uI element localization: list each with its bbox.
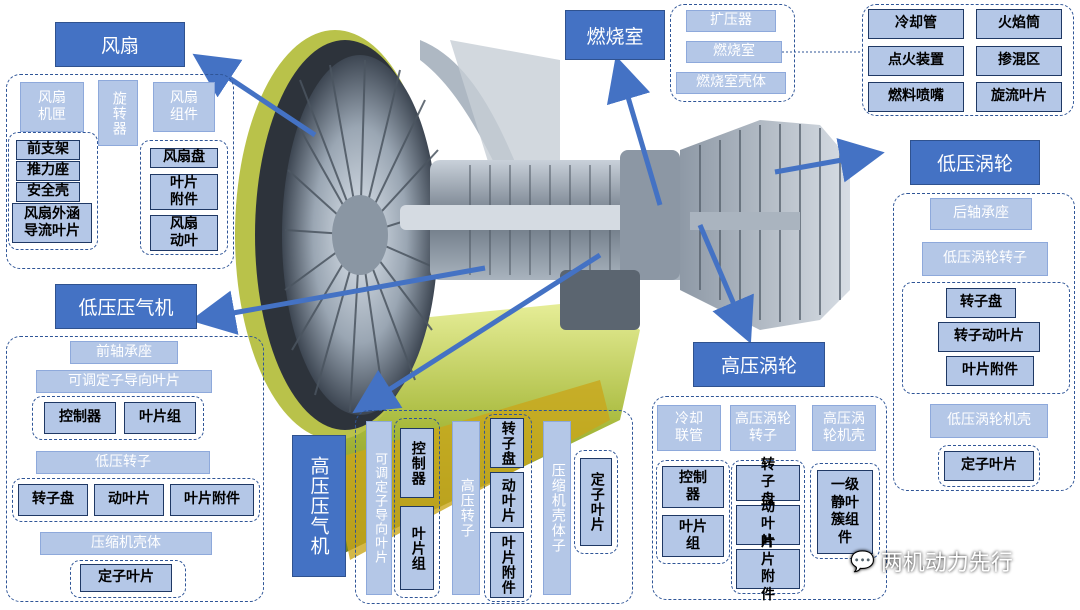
- wechat-icon: 💬: [850, 549, 875, 573]
- hpc-blade-attachment: 叶片附件: [490, 532, 524, 598]
- combustor-detail-group: [862, 4, 1074, 116]
- fan-header: 风扇: [55, 22, 185, 67]
- hpt-rotor: 高压涡轮转子: [730, 405, 796, 451]
- hpc-vsv-blade-set: 叶片组: [400, 506, 434, 590]
- fan-group: [6, 74, 234, 269]
- hpc-arrow: [352, 252, 602, 414]
- lpc-vsv-controller: 控制器: [44, 402, 116, 434]
- lpc-rotor-disk: 转子盘: [18, 484, 88, 516]
- rear-bearing-housing: 后轴承座: [930, 198, 1032, 230]
- lpc-header: 低压压气机: [55, 284, 197, 329]
- lpt-blade-attachment: 叶片附件: [946, 356, 1034, 386]
- hpc-vsv-controller: 控制器: [400, 428, 434, 498]
- hpt-casing-subgroup: [810, 463, 880, 559]
- fan-assembly-label: 风扇组件: [153, 82, 215, 132]
- hpc-vsv-subgroup: [394, 418, 440, 598]
- lpt-casing-subgroup: [938, 445, 1040, 487]
- hpt-first-stage-nozzle: 一级静叶簇组件: [817, 470, 873, 554]
- fan-casing-subgroup: [8, 132, 98, 250]
- fan-blade-attachment: 叶片附件: [150, 174, 218, 210]
- hpc-stator-vanes: 定子叶片: [580, 458, 612, 546]
- hpt-cooling-subgroup: [656, 460, 730, 564]
- lpc-rotor: 低压转子: [36, 451, 210, 474]
- lpc-casing-subgroup: [70, 560, 186, 598]
- hpc-rotor-disk: 转子盘: [490, 418, 524, 468]
- hpt-group: [652, 396, 887, 600]
- lpt-arrow: [774, 138, 885, 183]
- lpt-group: [893, 193, 1075, 491]
- lpc-blade-attachment: 叶片附件: [170, 484, 254, 516]
- diffuser: 扩压器: [686, 10, 776, 32]
- lpc-rotor-blades: 动叶片: [94, 484, 164, 516]
- fan-blades: 风扇动叶: [150, 215, 218, 251]
- hpc-rotor: 高压转子: [452, 421, 480, 595]
- front-support: 前支架: [16, 140, 80, 160]
- combustor-header: 燃烧室: [565, 10, 665, 60]
- lpt-header: 低压涡轮: [910, 140, 1040, 185]
- lpc-stator-vanes: 定子叶片: [80, 564, 172, 592]
- flame-tube: 火焰筒: [976, 9, 1062, 39]
- hpt-blade-attachment: 叶片附件: [736, 534, 800, 603]
- lpc-vsv: 可调定子导向叶片: [36, 370, 212, 393]
- hpc-casing-subgroup: [574, 450, 618, 554]
- lpc-arrow: [190, 265, 486, 335]
- igniter: 点火装置: [868, 46, 964, 76]
- hpt-rotor-disk: 转子盘: [736, 457, 800, 508]
- lpc-vsv-blade-set: 叶片组: [124, 402, 196, 434]
- thrust-mount: 推力座: [16, 161, 80, 181]
- combustor-group: [670, 4, 795, 102]
- hpt-cooling-manifold: 冷却联管: [657, 405, 721, 451]
- hpt-casing: 高压涡轮机壳: [812, 405, 876, 451]
- hpt-arrow: [697, 224, 754, 344]
- fan-rotor-label: 旋转器: [98, 80, 138, 146]
- swirler-vanes: 旋流叶片: [976, 82, 1062, 112]
- hpc-vsv: 可调定子导向叶片: [366, 421, 392, 595]
- fan-ogv: 风扇外涵导流叶片: [12, 203, 92, 243]
- fan-casing-label: 风扇机匣: [20, 82, 84, 132]
- watermark: 💬 两机动力先行: [850, 545, 1013, 577]
- fan-assembly-subgroup: [140, 140, 228, 255]
- watermark-text: 两机动力先行: [880, 551, 1013, 576]
- hpc-group: [355, 410, 633, 604]
- cooling-pipe: 冷却管: [868, 9, 964, 39]
- lpt-stator-vanes: 定子叶片: [944, 451, 1034, 481]
- fan-disk: 风扇盘: [150, 148, 218, 168]
- hpt-blade-set: 叶片组: [662, 515, 724, 557]
- lpt-rotor-blades: 转子动叶片: [938, 322, 1040, 352]
- combustor-arrow: [606, 55, 663, 206]
- hpt-controller: 控制器: [662, 466, 724, 508]
- hpc-compressor-casing: 压缩机壳体子: [543, 421, 571, 595]
- lpc-vsv-subgroup: [32, 396, 204, 440]
- hpc-header: 高压压气机: [292, 435, 346, 577]
- fuel-nozzle: 燃料喷嘴: [868, 82, 964, 112]
- combustor-casing: 燃烧室壳体: [676, 72, 786, 94]
- lpt-rotor-disk: 转子盘: [946, 288, 1016, 318]
- lpc-compressor-casing: 压缩机壳体: [40, 532, 212, 555]
- hpt-header: 高压涡轮: [693, 342, 825, 387]
- hpc-rotor-blades: 动叶片: [490, 472, 524, 528]
- hpc-rotor-subgroup: [484, 414, 532, 602]
- lpc-rotor-subgroup: [12, 478, 260, 522]
- front-bearing-housing: 前轴承座: [70, 341, 178, 364]
- mixing-zone: 掺混区: [976, 46, 1062, 76]
- hpt-rotor-subgroup: [731, 460, 805, 594]
- containment-case: 安全壳: [16, 182, 80, 202]
- combustor-item: 燃烧室: [686, 41, 782, 63]
- lpt-rotor-subgroup: [902, 282, 1070, 394]
- lpt-rotor: 低压涡轮转子: [922, 242, 1048, 276]
- lpt-casing: 低压涡轮机壳: [930, 404, 1048, 438]
- lpc-group: [6, 336, 264, 602]
